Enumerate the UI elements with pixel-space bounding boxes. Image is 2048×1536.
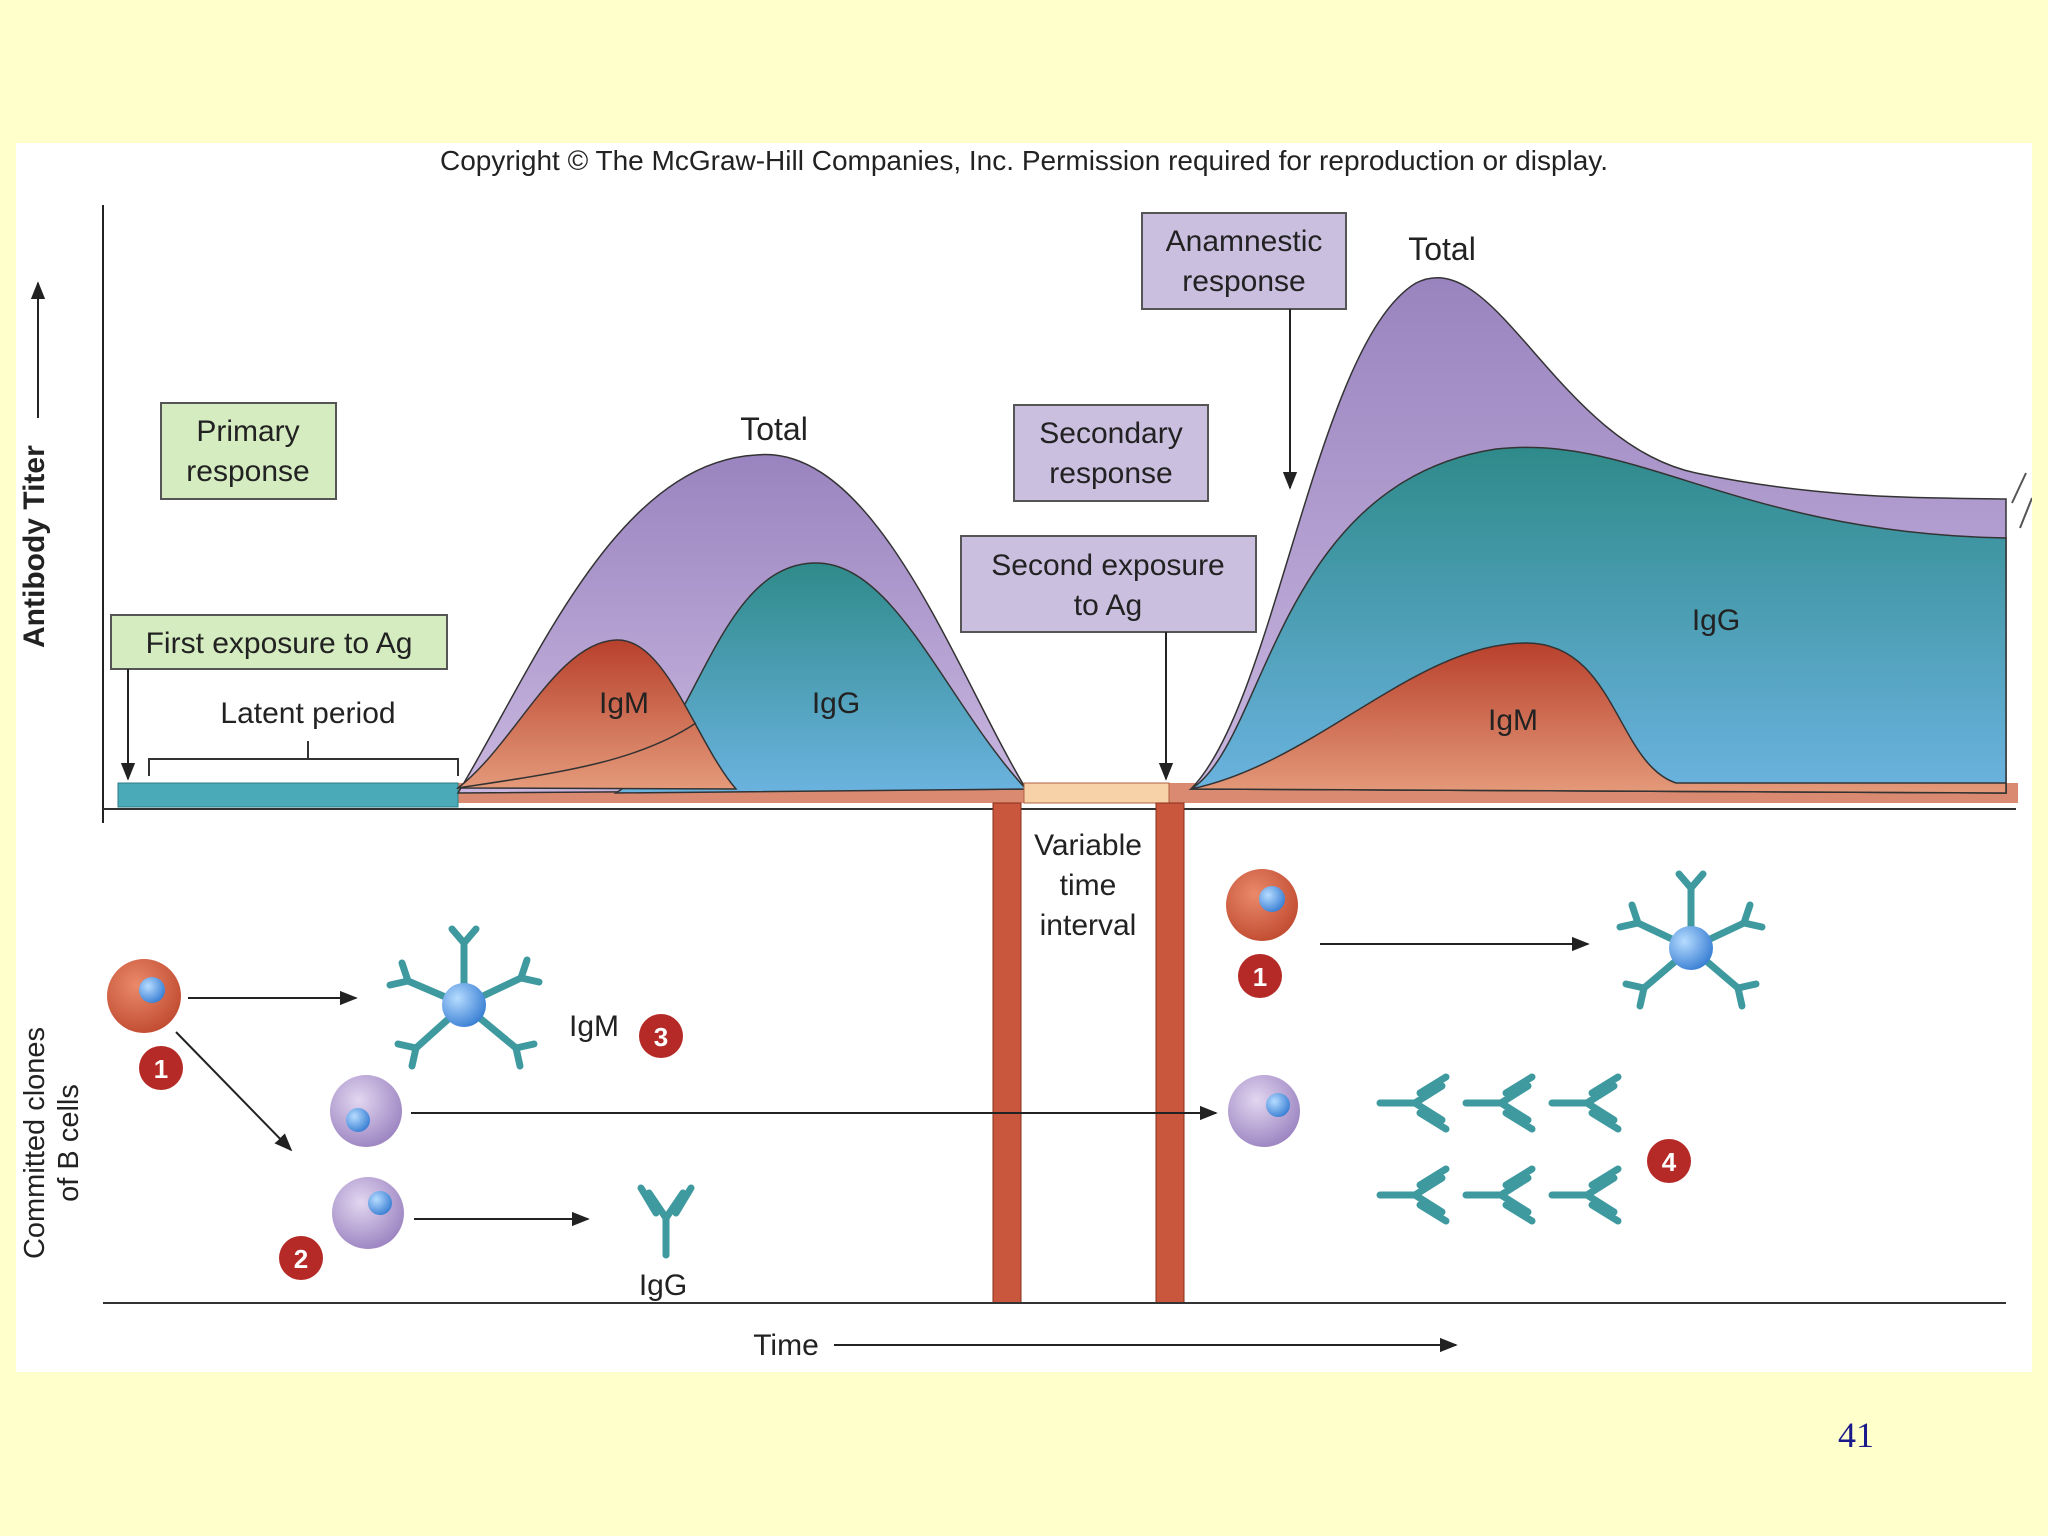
interval-gap bbox=[1023, 782, 1170, 804]
igg-cell-label: IgG bbox=[639, 1269, 687, 1302]
total-label-secondary: Total bbox=[1408, 231, 1476, 267]
svg-text:Committed clones: Committed clones bbox=[19, 1027, 51, 1259]
latent-bracket bbox=[148, 741, 459, 776]
svg-text:First exposure to Ag: First exposure to Ag bbox=[146, 627, 413, 660]
svg-text:time: time bbox=[1060, 869, 1117, 902]
variable-interval-label: Variable time interval bbox=[1034, 829, 1142, 942]
svg-text:Anamnestic: Anamnestic bbox=[1166, 225, 1323, 258]
badge-2: 2 bbox=[279, 1236, 323, 1280]
svg-text:of B cells: of B cells bbox=[53, 1084, 85, 1202]
svg-text:1: 1 bbox=[1253, 962, 1267, 992]
igm-label-primary: IgM bbox=[599, 687, 649, 720]
primary-igg-tail bbox=[457, 722, 697, 789]
secondary-igm-curve bbox=[1190, 642, 2007, 794]
b-cell-red-primary bbox=[107, 959, 181, 1033]
y-axis-label-bottom: Committed clones of B cells bbox=[19, 1027, 85, 1259]
svg-text:Time: Time bbox=[753, 1329, 819, 1362]
secondary-response-box: Secondary response bbox=[1013, 404, 1209, 502]
svg-text:response: response bbox=[186, 455, 309, 488]
second-exposure-box: Second exposure to Ag bbox=[960, 535, 1257, 781]
b-cell-purple-igg bbox=[332, 1177, 404, 1249]
igg-antibody-cluster-icon bbox=[1376, 1073, 1622, 1225]
badge-1-primary: 1 bbox=[139, 1046, 183, 1090]
badge-4: 4 bbox=[1647, 1139, 1691, 1183]
svg-text:response: response bbox=[1182, 265, 1305, 298]
memory-b-cell-primary bbox=[330, 1075, 402, 1147]
svg-text:Secondary: Secondary bbox=[1039, 417, 1182, 450]
igm-pentamer-core-secondary bbox=[1669, 926, 1713, 970]
igm-label-secondary: IgM bbox=[1488, 704, 1538, 737]
badge-3: 3 bbox=[639, 1014, 683, 1058]
igm-cell-label: IgM bbox=[569, 1010, 619, 1043]
interval-pillar-right bbox=[1155, 802, 1185, 1304]
svg-text:interval: interval bbox=[1040, 909, 1137, 942]
svg-text:to Ag: to Ag bbox=[1074, 589, 1142, 622]
latent-band bbox=[117, 782, 459, 808]
svg-text:2: 2 bbox=[294, 1244, 308, 1274]
copyright-text: Copyright © The McGraw-Hill Companies, I… bbox=[440, 145, 1608, 176]
igm-pentamer-core bbox=[442, 983, 486, 1027]
interval-pillar-left bbox=[992, 802, 1022, 1304]
svg-text:Antibody Titer: Antibody Titer bbox=[18, 445, 51, 648]
svg-text:Variable: Variable bbox=[1034, 829, 1142, 862]
svg-text:1: 1 bbox=[154, 1054, 168, 1084]
svg-text:3: 3 bbox=[654, 1022, 668, 1052]
total-label-primary: Total bbox=[740, 411, 808, 447]
b-cell-red-secondary bbox=[1226, 869, 1298, 941]
svg-text:response: response bbox=[1049, 457, 1172, 490]
slide-number: 41 bbox=[1838, 1415, 1874, 1455]
anamnestic-response-box: Anamnestic response bbox=[1141, 212, 1347, 490]
svg-text:Primary: Primary bbox=[196, 415, 299, 448]
primary-response-box: Primary response bbox=[160, 402, 337, 500]
igg-label-secondary: IgG bbox=[1692, 604, 1740, 637]
latent-period-label: Latent period bbox=[220, 697, 395, 730]
y-axis-label-top: Antibody Titer bbox=[18, 281, 51, 648]
primary-igm-curve bbox=[455, 639, 738, 790]
memory-b-cell-secondary bbox=[1228, 1075, 1300, 1147]
first-exposure-box: First exposure to Ag bbox=[110, 614, 448, 781]
igg-antibody-icon bbox=[637, 1184, 695, 1259]
break-marks-2 bbox=[2019, 497, 2032, 529]
badge-1-secondary: 1 bbox=[1238, 954, 1282, 998]
svg-text:Second exposure: Second exposure bbox=[991, 549, 1225, 582]
svg-text:4: 4 bbox=[1662, 1147, 1677, 1177]
arrow-to-memory bbox=[175, 1031, 293, 1152]
break-marks bbox=[2011, 472, 2027, 504]
x-axis-label: Time bbox=[753, 1329, 1458, 1362]
igg-label-primary: IgG bbox=[812, 687, 860, 720]
figure: Copyright © The McGraw-Hill Companies, I… bbox=[16, 143, 2032, 1372]
